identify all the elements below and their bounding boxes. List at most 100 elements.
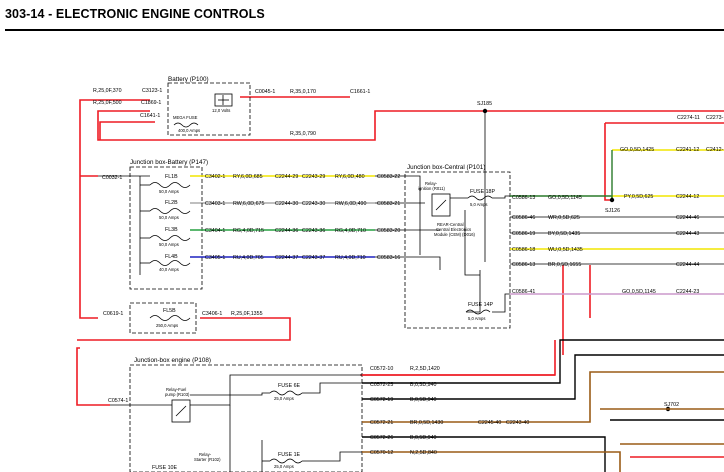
wire-r-25-1420: R,2,5D,1420 [410,366,440,372]
relay-starter-label-2: Starter (R102) [194,457,221,462]
jb-battery-label: Junction box-Battery (P147) [130,159,208,166]
relay-ignition-label-1: Relay- [425,181,438,186]
conn-c3123: C3123-1 [142,88,162,94]
splice-sj126: SJ126 [605,208,620,214]
wire-br-1430: BR,0,5D,1430 [410,420,443,426]
conn-c3403: C3403-1 [205,201,225,207]
cem-label-3: Module (CEM) (D016) [434,232,476,237]
wire-r-35-170: R,35,0,170 [290,89,316,95]
conn-c0583-21: C0583-21 [377,201,400,207]
conn-c2244-36: C2244-36 [275,228,298,234]
fuse-fl5b-label: FL5B [163,308,176,314]
conn-c2244-46: C2244-46 [676,215,699,221]
right-signal-wires [510,149,724,295]
fuse-1e-label: FUSE 1E [278,452,301,458]
fuse-fl3b-label: FL3B [165,227,178,233]
conn-c0586-41: C0586-41 [512,289,535,295]
circuit-rg: C3404-1 RG,4,0D,715 C2244-36 C2243-36 RG… [190,228,400,234]
wire-ry-685: RY,6,0D,685 [233,174,263,180]
junction-box-battery: Junction box-Battery (P147) C0032-1 [98,159,208,290]
fuse-fl4b-label: FL4B [165,254,178,260]
conn-c0583-22: C0583-22 [377,174,400,180]
top-wire-labels: R,25,0F,370 R,25,0F,500 C3123-1 C1869-1 … [93,88,724,137]
mega-fuse-amps: 400,0 Amps [178,128,200,133]
conn-c0572-10: C0572-10 [370,366,393,372]
conn-c0574: C0574-1 [108,398,128,404]
conn-c0583-16: C0583-16 [377,255,400,261]
conn-c2244-23: C2244-23 [676,289,699,295]
conn-c2241-12: C2241-12 [676,147,699,153]
engine-circuits: C0572-10 R,2,5D,1420 C0572-25 B,0,5D,940… [362,339,724,472]
fuse-6e-amps: 25,0 Amps [274,396,294,401]
conn-c2244-30: C2244-30 [275,201,298,207]
fuse-14p-amps: 5,0 Amps [468,316,485,321]
conn-c1641: C1641-1 [140,113,160,119]
conn-c3404: C3404-1 [205,228,225,234]
circuit-ry: C3402-1 RY,6,0D,685 C2244-29 C2243-29 RY… [190,174,400,180]
wire-ru-705: RU,4,0D,705 [233,255,264,261]
wire-b-940c: B,0,5D,940 [410,435,437,441]
battery-volts: 12,0 Volts [212,108,230,113]
fuse-10e-label: FUSE 10E [152,465,177,471]
splice-sj702: SJ702 [664,402,679,408]
header-rule [5,29,724,31]
fuse-fl3b-amps: 50,0 Amps [159,242,179,247]
conn-c1661: C1661-1 [350,89,370,95]
conn-c0572-19: C0572-19 [370,397,393,403]
fuse-fl3b: FL3B 50,0 Amps [149,227,191,247]
conn-c0619: C0619-1 [103,311,123,317]
conn-c0572-21: C0572-21 [370,420,393,426]
conn-c2244-29: C2244-29 [275,174,298,180]
jb-engine-label: Junction-box engine (P108) [134,357,211,364]
page-title: 303-14 - ELECTRONIC ENGINE CONTROLS [5,7,265,21]
fuse-fl1b-amps: 50,0 Amps [159,189,179,194]
conn-c2243-37: C2243-37 [302,255,325,261]
conn-c1869: C1869-1 [141,100,161,106]
jb-central-label: Junction box-Central (P101) [407,164,485,171]
wire-py-625: PY,0,5D,625 [624,194,653,200]
splice-sj185: SJ185 [477,101,492,107]
conn-c0045: C0045-1 [255,89,275,95]
wire-r-25-370: R,25,0F,370 [93,88,122,94]
wire-rw-675: RW,6,0D,675 [233,201,264,207]
conn-c2243-29: C2243-29 [302,174,325,180]
battery-block: Battery (P100) 12,0 Volts MEGA FUSE 400,… [167,76,251,136]
battery-label: Battery (P100) [168,76,209,83]
junction-box-engine: Junction-box engine (P108) C0574-1 Relay… [108,357,363,472]
wire-b-940b: B,0,5D,940 [410,397,437,403]
conn-c0583-20: C0583-20 [377,228,400,234]
wire-n-25-840: N,2,5D,840 [410,450,437,456]
page-header: 303-14 - ELECTRONIC ENGINE CONTROLS [5,0,724,34]
fuse-fl2b-label: FL2B [165,200,178,206]
conn-c0586-18: C0586-18 [512,247,535,253]
relay-fuel-label-2: pump (R103) [165,392,190,397]
circuit-rw: C3403-1 RW,6,0D,675 C2244-30 C2243-30 RW… [190,201,400,207]
wire-r-25-500: R,25,0F,500 [93,100,122,106]
wire-go-1425: GO,0,5D,1425 [620,147,654,153]
cem-label-1: REAR-Central [437,222,464,227]
conn-c0572-26: C0572-26 [370,435,393,441]
conn-c0586-13a: C0586-13 [512,195,535,201]
mega-fuse-label: MEGA FUSE [173,115,198,120]
conn-c3406: C3406-1 [202,311,222,317]
conn-c0572-25: C0572-25 [370,382,393,388]
wire-rw-490: RW,6,0D,490 [335,201,366,207]
cem-label-2: Central Electronics [436,227,471,232]
conn-c2244-43: C2244-43 [676,231,699,237]
wire-rg-710: RG,4,0D,710 [335,228,366,234]
conn-c2243-30: C2243-30 [302,201,325,207]
conn-c2273: C2273- [706,115,724,121]
conn-c2274: C2274-11 [677,115,700,121]
fuse-14p-label: FUSE 14P [468,302,493,308]
wire-ru-710: RU,4,0D,710 [335,255,366,261]
right-wire-labels: C0586-13 GO,0,5D,1145 C0586-46 WR,0,5D,6… [512,147,724,412]
conn-c2244-12: C2244-12 [676,194,699,200]
wire-r-25-1355: R,25,0F,1355 [231,311,263,317]
wire-b-940a: B,0,5D,940 [410,382,437,388]
conn-c3405: C3405-1 [205,255,225,261]
relay-fuel-label-1: Relay-Fuel [166,387,186,392]
conn-c2412: C2412- [706,147,724,153]
conn-c0586-46: C0586-46 [512,215,535,221]
fuse-fl1b: FL1B 50,0 Amps [149,174,191,194]
conn-c0586-19: C0586-19 [512,231,535,237]
